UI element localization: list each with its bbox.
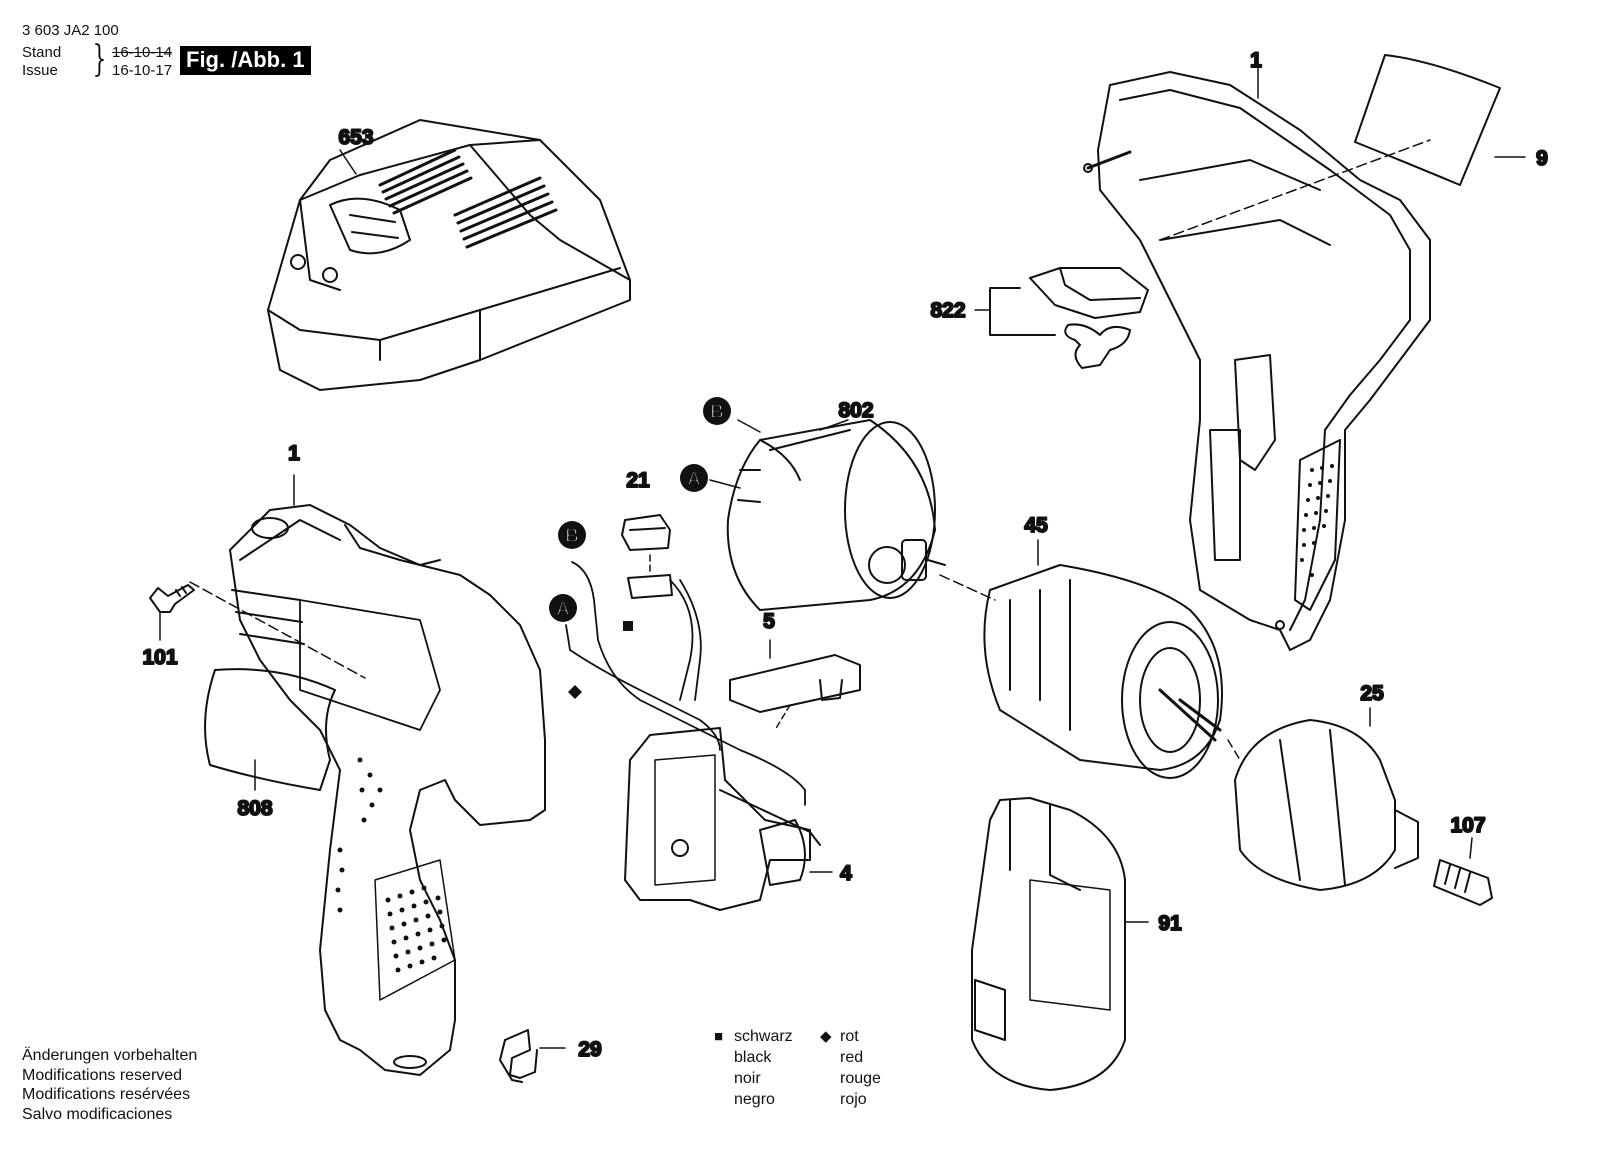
legend-black: ■ schwarz black noir negro (714, 1026, 793, 1110)
chuck-drawing (1227, 707, 1419, 891)
part-number: 29 (578, 1038, 601, 1061)
part-number: 822 (930, 299, 965, 322)
trigger-switch-drawing (624, 727, 833, 911)
issue-label: Issue (22, 62, 58, 79)
footer-line: Änderungen vorbehalten (22, 1047, 198, 1064)
marker-b-motor-text: B (710, 402, 724, 423)
footer-line: Modifications resérvées (22, 1086, 191, 1103)
black-wire-mark (623, 621, 633, 631)
part-number: 91 (1158, 912, 1182, 935)
part-number: 45 (1024, 514, 1048, 537)
legend-black-es: negro (734, 1091, 775, 1108)
charger-drawing (267, 119, 631, 391)
part-number: 21 (626, 469, 650, 492)
battery-drawing (971, 797, 1149, 1091)
part-number: 101 (142, 646, 177, 669)
stand-label: Stand (22, 44, 62, 61)
label-808-drawing (204, 668, 336, 791)
marker-a-wire-text: A (556, 599, 570, 620)
housing-half-left-drawing (189, 474, 546, 1076)
label-sheet-drawing (1354, 54, 1526, 186)
red-wire-mark (568, 685, 582, 699)
stand-date: 16-10-14 (112, 44, 173, 61)
switch-slider-drawing (974, 267, 1149, 369)
brace-icon: } (92, 39, 107, 80)
legend-black-en: black (734, 1049, 772, 1066)
document-number: 3 603 JA2 100 (22, 22, 119, 40)
doc-number-text: 3 603 JA2 100 (22, 22, 119, 39)
legend-red-en: red (840, 1049, 864, 1066)
footer-line: Salvo modificaciones (22, 1105, 173, 1123)
wire-harness-drawing (565, 561, 806, 806)
marker-a-motor: A (680, 464, 708, 492)
cover-5-drawing (729, 639, 861, 731)
red-diamond-icon: ◆ (820, 1028, 832, 1045)
legend-red: ◆ rot red rouge rojo (820, 1026, 881, 1110)
figure-label: Fig. /Abb. 1 (180, 46, 311, 75)
part-number: 802 (838, 399, 873, 422)
part-number: 808 (237, 797, 272, 820)
part-number: 5 (763, 610, 775, 633)
part-number: 1 (1250, 49, 1262, 72)
legend-red-es: rojo (840, 1091, 867, 1108)
legend-black-de: schwarz (734, 1028, 793, 1045)
part-number: 107 (1450, 814, 1485, 837)
footer-line: Modifications reserved (22, 1066, 183, 1084)
legend-red-de: rot (840, 1028, 859, 1045)
part-number: 1 (288, 442, 300, 465)
part-number: 653 (338, 126, 373, 149)
legend-red-fr: rouge (840, 1070, 881, 1087)
marker-b-motor: B (703, 397, 731, 425)
housing-half-top-drawing (1083, 67, 1431, 651)
legend-black-fr: noir (734, 1070, 761, 1087)
screw-107-drawing (1433, 837, 1493, 906)
part-number: 25 (1360, 682, 1384, 705)
revision-dates: 16-10-14 16-10-17 (112, 44, 192, 80)
clip-29-drawing (499, 1029, 566, 1083)
marker-a-motor-text: A (687, 469, 701, 490)
motor-drawing (709, 419, 946, 611)
black-square-icon: ■ (714, 1028, 724, 1045)
issue-date: 16-10-17 (112, 62, 173, 79)
marker-b-wire: B (558, 521, 586, 549)
part-number: 4 (840, 862, 852, 885)
modifications-note: Änderungen vorbehalten Modifications res… (22, 1046, 197, 1124)
gearbox-drawing (939, 539, 1223, 779)
revision-labels: Stand Issue (22, 44, 82, 80)
screw-101-drawing (149, 584, 195, 641)
connector-21-drawing (621, 514, 673, 599)
marker-b-wire-text: B (565, 526, 579, 547)
part-number: 9 (1536, 147, 1548, 170)
marker-a-wire: A (549, 594, 577, 622)
